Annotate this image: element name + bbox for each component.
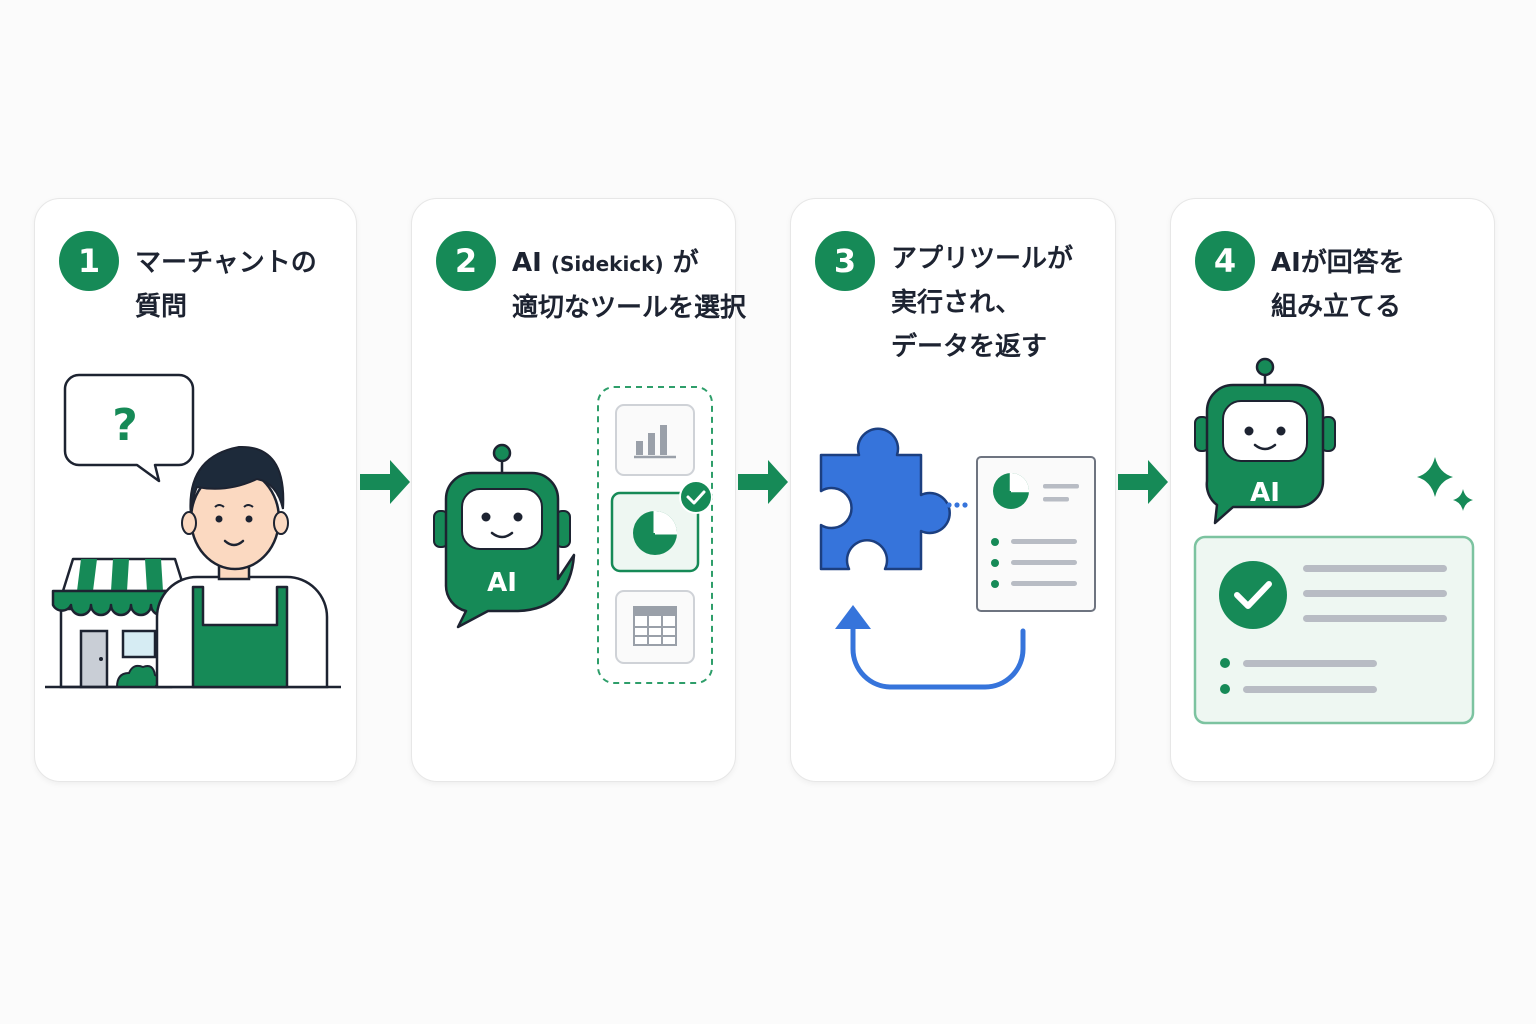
merchant-person-icon — [155, 445, 329, 689]
puzzle-piece-icon — [819, 427, 951, 571]
step-number-badge: 1 — [59, 231, 119, 291]
step-title-line: アプリツールが — [891, 244, 1074, 274]
sparkle-icon — [1417, 457, 1473, 511]
pie-chart-tool-icon — [610, 491, 700, 573]
step-illustration — [819, 427, 1096, 690]
step-title-line: AI (Sidekick) が — [512, 241, 746, 286]
answer-card-icon — [1193, 535, 1475, 725]
question-mark: ? — [112, 400, 138, 451]
storefront-icon — [45, 557, 341, 689]
ai-robot-icon: AI — [433, 443, 576, 629]
flow-arrow-icon — [738, 460, 788, 504]
robot-label: AI — [487, 568, 517, 598]
step-illustration: AI — [1193, 357, 1475, 725]
check-badge-icon — [679, 480, 713, 514]
step-card-4: 4 AIが回答を 組み立てる AI — [1170, 198, 1495, 782]
step-title: AIが回答を 組み立てる — [1271, 241, 1405, 329]
table-tool-icon — [615, 590, 695, 664]
connector-dots — [946, 502, 968, 508]
step-illustration: AI — [433, 386, 713, 684]
step-title-line: マーチャントの — [135, 248, 317, 278]
step-title-line: データを返す — [891, 332, 1048, 362]
step-title: マーチャントの 質問 — [135, 241, 317, 329]
bar-chart-tool-icon — [615, 404, 695, 476]
robot-label: AI — [1250, 478, 1280, 508]
step-number-badge: 3 — [815, 231, 875, 291]
step-number-badge: 2 — [436, 231, 496, 291]
step-title-line: 組み立てる — [1271, 292, 1402, 322]
ai-robot-icon: AI — [1194, 357, 1336, 525]
step-illustration: ? — [45, 373, 341, 689]
step-title: AI (Sidekick) が 適切なツールを選択 — [512, 241, 746, 330]
step-card-1: 1 マーチャントの 質問 ? — [34, 198, 357, 782]
step-title-line: 質問 — [135, 292, 188, 322]
step-card-3: 3 アプリツールが 実行され、 データを返す — [790, 198, 1116, 782]
data-document-icon — [976, 456, 1096, 612]
flow-arrow-icon — [360, 460, 410, 504]
check-circle-icon — [1219, 561, 1287, 629]
step-title-line: AIが回答を — [1271, 248, 1405, 278]
speech-bubble-icon: ? — [63, 373, 195, 483]
step-card-2: 2 AI (Sidekick) が 適切なツールを選択 AI — [411, 198, 746, 782]
step-title-suffix: が — [672, 248, 699, 278]
step-title: アプリツールが 実行され、 データを返す — [891, 237, 1073, 369]
step-number-badge: 4 — [1195, 231, 1255, 291]
step-title-ai: AI — [512, 248, 542, 278]
step-title-line: 適切なツールを選択 — [512, 293, 747, 323]
return-arrow-icon — [835, 605, 1026, 690]
step-title-line: 実行され、 — [891, 288, 1022, 318]
step-title-sidekick: (Sidekick) — [550, 252, 664, 276]
flow-arrow-icon — [1118, 460, 1168, 504]
